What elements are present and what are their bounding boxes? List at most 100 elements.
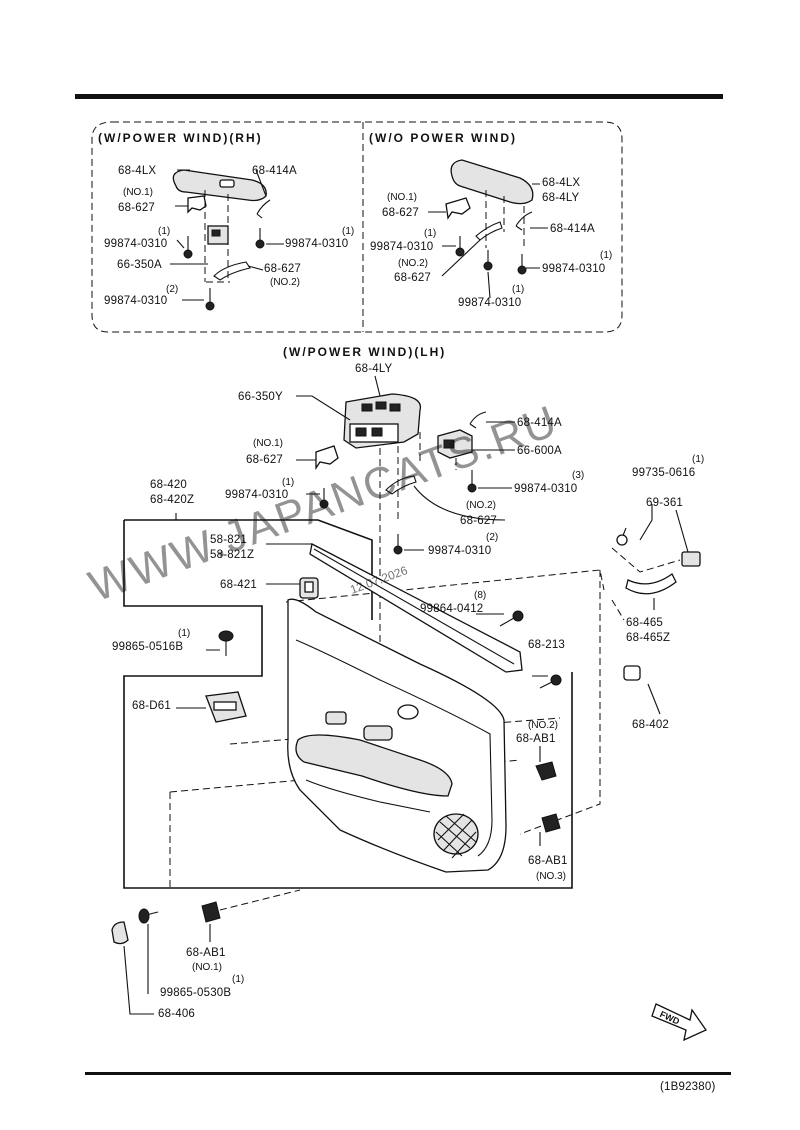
wo-label-no2: (NO.2) [398,258,428,269]
door-handle-cup-2 [363,725,393,741]
lh-label-99874-right: 99874-0310 [514,483,577,495]
rh-label-99874-right: 99874-0310 [285,238,348,250]
wo-label-99874-right: 99874-0310 [542,263,605,275]
lh-label-68-414a: 68-414A [517,417,562,429]
door-inner-handle [397,704,419,720]
clip-68-ab1-no2 [535,761,557,781]
lh-switch-600a [437,429,473,459]
rh-label-68-4lx: 68-4LX [118,165,156,177]
rh-screw-left [183,236,193,259]
label-68-420: 68-420 [150,479,187,491]
label-68-420z: 68-420Z [150,494,194,506]
figure-code: (1B92380) [660,1081,716,1093]
trim-leaders [175,504,689,846]
lh-label-no1: (NO.1) [253,438,283,449]
label-99735-0616: 99735-0616 [632,467,695,479]
wo-leaders [428,183,548,299]
wo-label-68-627: 68-627 [382,207,419,219]
wo-screw-middle [483,250,493,271]
rh-clip-no1 [187,195,207,214]
wo-section: (W/O POWER WIND) 68-4LX 68-4LY (NO.1) 68… [369,131,612,309]
wo-label-68-4ly: 68-4LY [542,192,580,204]
lh-clip-no2 [385,475,417,495]
label-q1-99865a: (1) [178,628,190,639]
part-69-361 [681,551,701,567]
screw-99735-head [616,534,628,546]
rh-label-q2: (2) [166,284,178,295]
lh-label-68-627: 68-627 [246,454,283,466]
lh-screw-lower [393,534,403,555]
clip-99865-0516b-head [218,630,234,642]
lh-clip-no1 [315,445,339,471]
lh-switch-key-2 [371,427,383,437]
bottom-leaders [123,924,211,1015]
label-q8: (8) [474,590,486,601]
rh-label-66-350a: 66-350A [117,259,162,271]
label-68-402: 68-402 [632,719,669,731]
door-panel-inner [295,639,493,857]
rh-switch-key [211,229,221,237]
lh-clip-414a [469,411,487,429]
clip-68-ab1-no1 [201,901,221,923]
lh-label-99874-left: 99874-0310 [225,489,288,501]
lh-label-q3: (3) [572,470,584,481]
speaker-mesh [435,813,477,859]
lh-label-66-350y: 66-350Y [238,391,283,403]
rh-label-no1: (NO.1) [123,187,153,198]
part-68-406 [111,921,129,945]
label-no2-ab1: (NO.2) [528,720,558,731]
label-68-465: 68-465 [626,617,663,629]
wo-label-68-414a: 68-414A [550,223,595,235]
rh-title: (W/POWER WIND)(RH) [98,131,263,145]
wo-garnish [450,159,534,205]
rh-label-68-627: 68-627 [118,202,155,214]
lh-switch-key-1 [355,427,367,437]
label-68-d61: 68-D61 [132,700,171,712]
part-68-465 [625,573,677,595]
lh-title: (W/POWER WIND)(LH) [283,345,446,359]
lh-label-68-627b: 68-627 [460,515,497,527]
wo-label-68-627b: 68-627 [394,272,431,284]
lh-leader-4ly [374,375,381,397]
wo-label-99874-left: 99874-0310 [370,241,433,253]
part-68-421-hole [304,581,314,593]
lh-switch-600a-key [443,439,455,449]
rh-section: (W/POWER WIND)(RH) 68-4LX 68-414A (NO.1)… [98,131,354,311]
label-99865-0516b: 99865-0516B [112,641,183,653]
rh-assembly-lines [204,190,230,283]
fwd-label: FWD [658,1009,681,1027]
screw-99864 [499,617,515,627]
label-no3: (NO.3) [536,871,566,882]
label-99865-0530b: 99865-0530B [160,987,231,999]
clip-68-ab1-no3 [541,813,561,833]
rh-label-99874-bottom: 99874-0310 [104,295,167,307]
wo-label-no1: (NO.1) [387,192,417,203]
rh-clip-no2 [213,261,251,281]
fwd-arrow: FWD [651,1003,707,1042]
door-armrest [295,734,453,797]
label-no1-ab1: (NO.1) [192,962,222,973]
door-handle-cup-1 [325,711,347,725]
wo-label-q1c: (1) [512,284,524,295]
label-58-821z: 58-821Z [210,549,254,561]
label-68-421: 68-421 [220,579,257,591]
lh-label-q2: (2) [486,532,498,543]
lh-screw-right [467,470,477,493]
lh-switch-btn-2 [375,401,387,410]
screw-68-213 [539,681,553,689]
right-parts-dashes [611,547,681,621]
wo-clip-414a [515,211,533,231]
label-q1-99735: (1) [692,454,704,465]
door-trim-section: 68-420 68-420Z 58-821 58-821Z 68-421 (8)… [112,454,704,889]
rh-label-no2: (NO.2) [270,277,300,288]
label-68-213: 68-213 [528,639,565,651]
door-pocket [305,779,431,813]
wo-clip-no1 [445,197,471,220]
screw-68-213-head [550,674,562,686]
rh-label-q1b: (1) [342,226,354,237]
wo-screw-left [455,236,465,257]
lh-label-68-4ly: 68-4LY [355,363,393,375]
inset-box [91,121,623,333]
wo-label-99874-bottom: 99874-0310 [458,297,521,309]
lh-switch-btn-3 [389,403,401,412]
